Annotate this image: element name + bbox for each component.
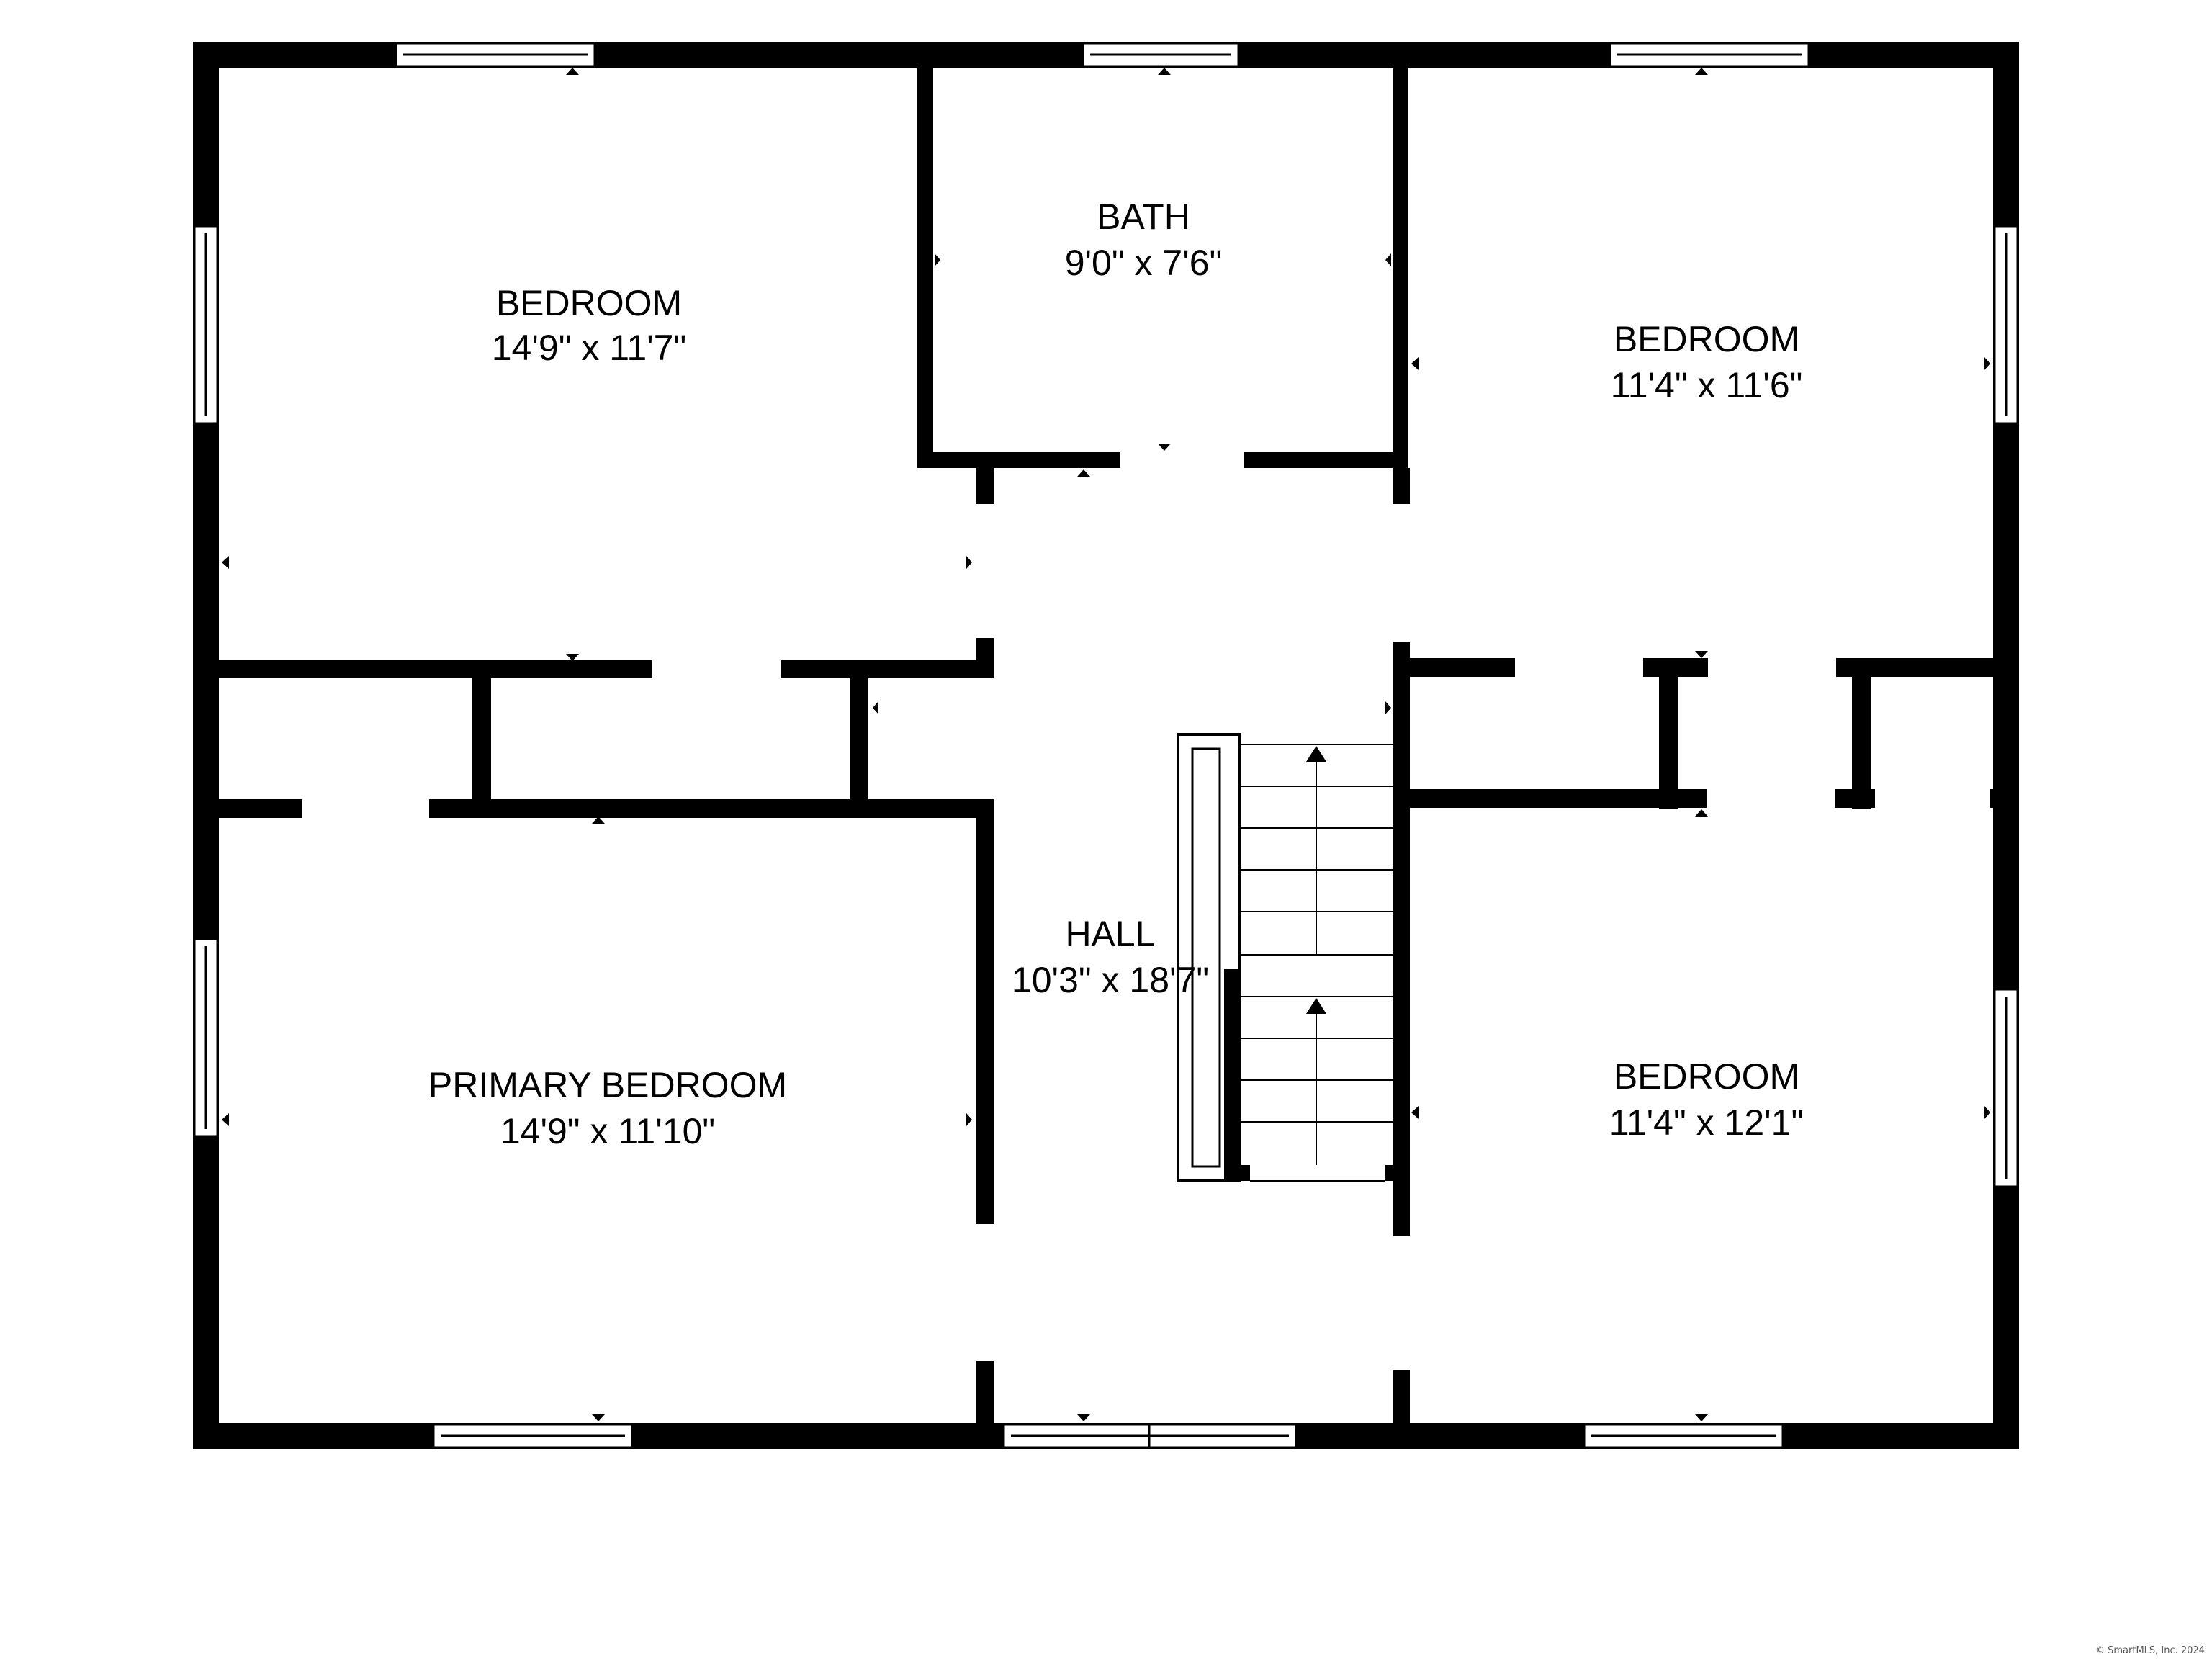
room-name-bedroom-se: BEDROOM — [1614, 1056, 1799, 1097]
room-name-bedroom-nw: BEDROOM — [496, 283, 682, 323]
room-dims-bedroom-se: 11'4" x 12'1" — [1609, 1102, 1804, 1143]
room-dims-hall: 10'3" x 18'7" — [1012, 960, 1209, 1000]
staircase — [1177, 733, 1401, 1182]
room-name-bath: BATH — [1097, 197, 1190, 237]
room-name-bedroom-ne: BEDROOM — [1614, 319, 1799, 359]
room-dims-primary-bedroom: 14'9" x 11'10" — [500, 1111, 715, 1151]
stair-arrow-up-icon — [1306, 746, 1326, 762]
room-name-hall: HALL — [1065, 914, 1155, 954]
room-dims-bath: 9'0" x 7'6" — [1065, 243, 1223, 283]
windows — [193, 42, 2019, 1449]
room-name-primary-bedroom: PRIMARY BEDROOM — [428, 1065, 787, 1105]
room-labels: BEDROOM 14'9" x 11'7" BATH 9'0" x 7'6" B… — [428, 197, 1804, 1151]
copyright-notice: © SmartMLS, Inc. 2024 — [2095, 1645, 2205, 1656]
stair-arrow-up-icon — [1306, 998, 1326, 1014]
dimension-markers — [222, 68, 1990, 1421]
openings — [302, 451, 1990, 1370]
room-dims-bedroom-ne: 11'4" x 11'6" — [1611, 365, 1803, 405]
room-dims-bedroom-nw: 14'9" x 11'7" — [492, 328, 687, 368]
